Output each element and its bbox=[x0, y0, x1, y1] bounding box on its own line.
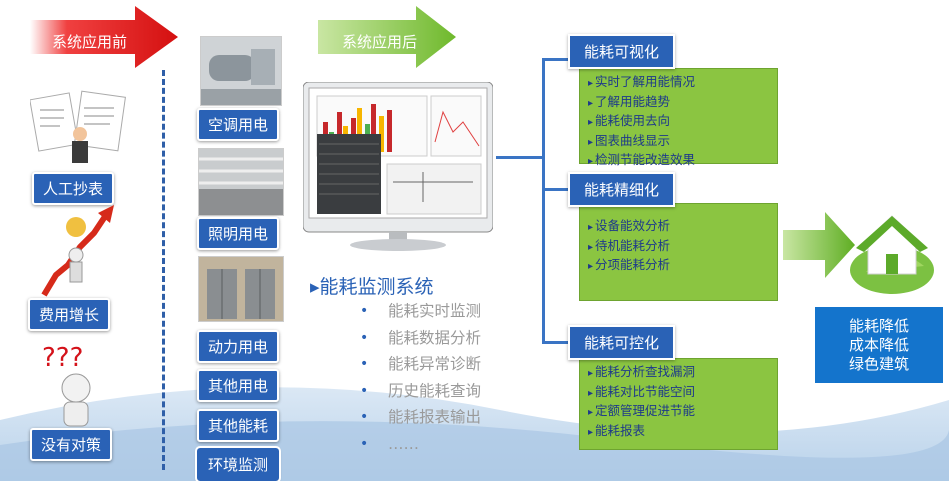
monitor-screenshot bbox=[303, 82, 493, 251]
system-title-text: 能耗监测系统 bbox=[319, 276, 434, 298]
question-person-icon: ??? bbox=[42, 343, 91, 427]
result-line: 成本降低 bbox=[848, 335, 909, 354]
lighting-photo bbox=[198, 148, 284, 216]
system-feature: 能耗异常诊断 bbox=[360, 353, 481, 380]
elevator-photo bbox=[198, 256, 284, 322]
left-label-cost-growth: 费用增长 bbox=[28, 298, 111, 331]
result-line: 绿色建筑 bbox=[848, 354, 909, 373]
middle-label-power: 动力用电 bbox=[197, 330, 280, 363]
panel-item: 实时了解用能情况 bbox=[588, 73, 777, 93]
panel-item: 待机能耗分析 bbox=[588, 237, 777, 257]
system-feature: 能耗实时监测 bbox=[360, 300, 481, 327]
connector-visual bbox=[542, 58, 570, 61]
system-feature: …… bbox=[360, 433, 481, 460]
panel-item: 检测节能改造效果 bbox=[588, 151, 777, 171]
after-label: 系统应用后 bbox=[342, 33, 418, 51]
connector-vertical bbox=[542, 58, 545, 343]
system-feature: 能耗数据分析 bbox=[360, 327, 481, 354]
panel-visualization: 实时了解用能情况 了解用能趋势 能耗使用去向 图表曲线显示 检测节能改造效果 bbox=[579, 68, 778, 167]
panel-item: 定额管理促进节能 bbox=[588, 402, 777, 422]
after-arrow bbox=[318, 6, 456, 68]
hvac-photo bbox=[200, 36, 282, 106]
system-title: ▸能耗监测系统 bbox=[310, 276, 434, 298]
panel-control: 能耗分析查找漏洞 能耗对比节能空间 定额管理促进节能 能耗报表 bbox=[579, 358, 778, 450]
before-arrow bbox=[30, 6, 178, 68]
middle-label-hvac: 空调用电 bbox=[197, 108, 280, 141]
middle-label-other-electric: 其他用电 bbox=[197, 369, 280, 402]
connector-refine bbox=[542, 188, 570, 191]
documents-person-icon bbox=[30, 90, 126, 163]
panel-item: 图表曲线显示 bbox=[588, 132, 777, 152]
connector-main bbox=[496, 156, 544, 159]
divider-dashed-line bbox=[162, 70, 165, 470]
panel-item: 分项能耗分析 bbox=[588, 256, 777, 276]
connector-control bbox=[542, 341, 570, 344]
result-box: 能耗降低 成本降低 绿色建筑 bbox=[815, 307, 943, 383]
system-feature-list: 能耗实时监测 能耗数据分析 能耗异常诊断 历史能耗查询 能耗报表输出 …… bbox=[360, 300, 481, 459]
rising-cost-icon bbox=[41, 205, 114, 297]
middle-label-other-energy: 其他能耗 bbox=[197, 409, 280, 442]
svg-text:???: ??? bbox=[42, 343, 83, 373]
left-label-manual-reading: 人工抄表 bbox=[32, 172, 115, 205]
category-head-control: 能耗可控化 bbox=[568, 325, 676, 360]
category-head-visualization: 能耗可视化 bbox=[568, 34, 676, 69]
panel-item: 能耗使用去向 bbox=[588, 112, 777, 132]
system-feature: 历史能耗查询 bbox=[360, 380, 481, 407]
panel-item: 设备能效分析 bbox=[588, 217, 777, 237]
middle-label-lighting: 照明用电 bbox=[197, 217, 280, 250]
category-head-refinement: 能耗精细化 bbox=[568, 172, 676, 207]
panel-refinement: 设备能效分析 待机能耗分析 分项能耗分析 bbox=[579, 203, 778, 301]
panel-item: 能耗对比节能空间 bbox=[588, 383, 777, 403]
before-label: 系统应用前 bbox=[52, 33, 128, 51]
panel-item: 能耗报表 bbox=[588, 422, 777, 442]
system-feature: 能耗报表输出 bbox=[360, 406, 481, 433]
green-house-icon bbox=[850, 215, 934, 294]
panel-item: 了解用能趋势 bbox=[588, 93, 777, 113]
middle-label-environment: 环境监测 bbox=[194, 446, 282, 481]
left-label-no-strategy: 没有对策 bbox=[30, 428, 113, 461]
result-line: 能耗降低 bbox=[848, 316, 909, 335]
panel-item: 能耗分析查找漏洞 bbox=[588, 363, 777, 383]
result-arrow bbox=[783, 212, 855, 278]
